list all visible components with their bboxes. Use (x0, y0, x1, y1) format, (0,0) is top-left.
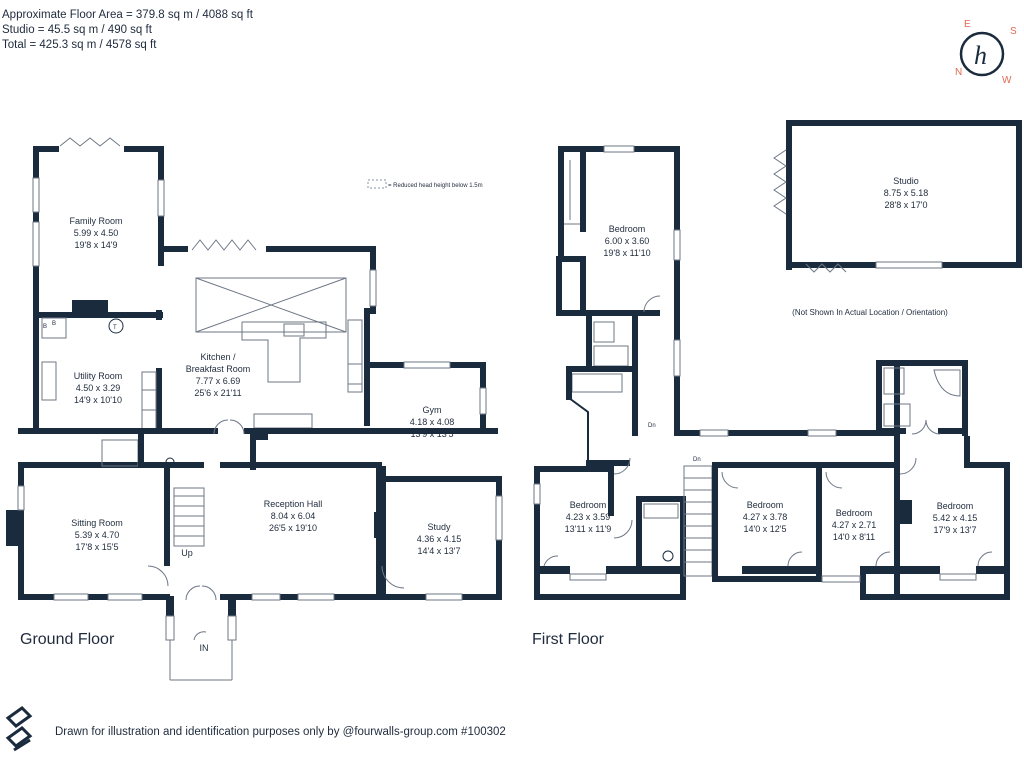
bedroom-1-imperial: 13'11 x 11'9 (565, 524, 612, 534)
area-summary: Approximate Floor Area = 379.8 sq m / 40… (2, 8, 253, 53)
studio-name: Studio (893, 176, 919, 186)
gym-imperial: 13'9 x 13'5 (411, 429, 454, 439)
studio-location-note: (Not Shown In Actual Location / Orientat… (792, 308, 948, 317)
bedroom-2-imperial: 14'0 x 12'5 (744, 524, 787, 534)
kitchen-metric: 7.77 x 6.69 (196, 376, 241, 386)
reception-imperial: 26'5 x 19'10 (269, 523, 317, 533)
sitting-room-name: Sitting Room (71, 518, 123, 528)
entrance-label: IN (200, 643, 209, 653)
compass-w: W (1002, 75, 1012, 86)
utility-metric: 4.50 x 3.29 (76, 383, 121, 393)
tank-label: T (113, 325, 117, 331)
bedroom-4-metric: 5.42 x 4.15 (933, 513, 978, 523)
legend: = Reduced head height below 1.5m (367, 179, 483, 189)
gym-name: Gym (423, 405, 442, 415)
legend-text: = Reduced head height below 1.5m (388, 183, 483, 189)
study-name: Study (427, 522, 451, 532)
fourwalls-logo-icon (5, 706, 33, 752)
sitting-room-metric: 5.39 x 4.70 (75, 530, 120, 540)
bedroom-4-imperial: 17'9 x 13'7 (934, 525, 977, 535)
compass-logo-icon: E S N W h (955, 19, 1017, 86)
compass-e: E (964, 19, 971, 30)
ground-floor-labels: Family Room 5.99 x 4.50 19'8 x 14'9 Kitc… (69, 216, 461, 653)
bedroom-3-name: Bedroom (836, 508, 873, 518)
kitchen-imperial: 25'6 x 21'11 (194, 388, 241, 398)
studio-imperial: 28'8 x 17'0 (885, 200, 928, 210)
dn-label-1: Dn (648, 423, 656, 429)
compass-logo-letter: h (974, 41, 987, 70)
floor-area-main: Approximate Floor Area = 379.8 sq m / 40… (2, 9, 253, 21)
bedroom-4-name: Bedroom (937, 501, 974, 511)
first-floor-labels: Bedroom 6.00 x 3.60 19'8 x 11'10 Studio … (565, 176, 978, 542)
family-room-imperial: 19'8 x 14'9 (75, 240, 118, 250)
bedroom-top-metric: 6.00 x 3.60 (605, 236, 650, 246)
kitchen-name-1: Kitchen / (200, 352, 236, 362)
reception-name: Reception Hall (264, 499, 323, 509)
ground-floor-title: Ground Floor (20, 631, 115, 648)
family-room-name: Family Room (69, 216, 122, 226)
svg-text:B: B (43, 324, 47, 330)
utility-imperial: 14'9 x 10'10 (74, 395, 122, 405)
study-metric: 4.36 x 4.15 (417, 534, 462, 544)
bedroom-top-name: Bedroom (609, 224, 646, 234)
bedroom-1-metric: 4.23 x 3.59 (566, 512, 611, 522)
sitting-room-imperial: 17'8 x 15'5 (76, 542, 119, 552)
floor-area-total: Total = 425.3 sq m / 4578 sq ft (2, 39, 157, 51)
kitchen-name-2: Breakfast Room (186, 364, 251, 374)
disclaimer-text: Drawn for illustration and identificatio… (55, 726, 506, 738)
compass-s: S (1010, 26, 1017, 37)
bedroom-1-name: Bedroom (570, 500, 607, 510)
study-imperial: 14'4 x 13'7 (418, 546, 461, 556)
studio-metric: 8.75 x 5.18 (884, 188, 929, 198)
bedroom-3-imperial: 14'0 x 8'11 (833, 532, 875, 542)
ground-floor-plan: B B T (6, 137, 503, 681)
floor-area-studio: Studio = 45.5 sq m / 490 sq ft (2, 24, 152, 36)
family-room-metric: 5.99 x 4.50 (74, 228, 119, 238)
reduced-head-height-swatch (367, 179, 387, 189)
first-floor-title: First Floor (532, 631, 604, 648)
bedroom-3-metric: 4.27 x 2.71 (832, 520, 877, 530)
svg-text:B: B (52, 321, 56, 327)
dn-label-2: Dn (693, 457, 701, 463)
compass-n: N (955, 67, 962, 78)
first-floor-plan: Dn (533, 120, 1022, 600)
utility-name: Utility Room (74, 371, 123, 381)
gym-metric: 4.18 x 4.08 (410, 417, 455, 427)
reception-metric: 8.04 x 6.04 (271, 511, 316, 521)
stairs-up-label: Up (181, 548, 193, 558)
bedroom-2-name: Bedroom (747, 500, 784, 510)
bedroom-top-imperial: 19'8 x 11'10 (603, 248, 650, 258)
bedroom-2-metric: 4.27 x 3.78 (743, 512, 788, 522)
